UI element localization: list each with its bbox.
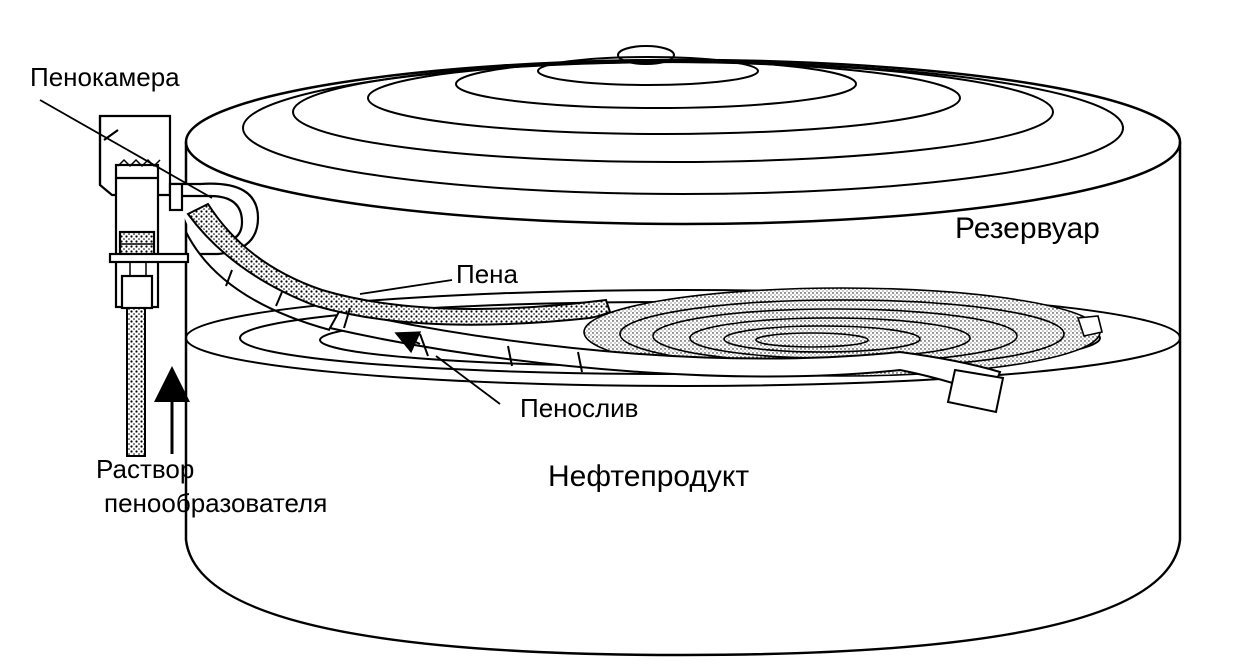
oil-product-label: Нефтепродукт	[548, 460, 749, 493]
foam-flow-chute	[185, 202, 612, 331]
reservoir-label: Резервуар	[955, 212, 1100, 245]
solution-supply-pipe	[126, 307, 146, 457]
tank-bottom-rim	[184, 539, 1182, 657]
liquid-surface-edge	[185, 289, 1181, 387]
solution-label-line1: Раствор	[96, 454, 194, 484]
tank-roof-rings	[242, 45, 1124, 195]
foam-chamber-leader	[39, 99, 213, 199]
foam-leader	[359, 279, 453, 295]
solution-label-line2: пенообразователя	[104, 488, 327, 518]
foam-spillway-tray	[328, 308, 1005, 414]
foam-chamber-label: Пенокамера	[30, 62, 180, 92]
foam-spillway-label: Пенослив	[520, 393, 638, 423]
foam-spillway-leader	[435, 355, 501, 405]
foam-label: Пена	[456, 259, 519, 289]
foam-chamber	[98, 114, 190, 310]
foam-direction-arrow	[394, 331, 422, 354]
leader-lines	[39, 99, 501, 405]
